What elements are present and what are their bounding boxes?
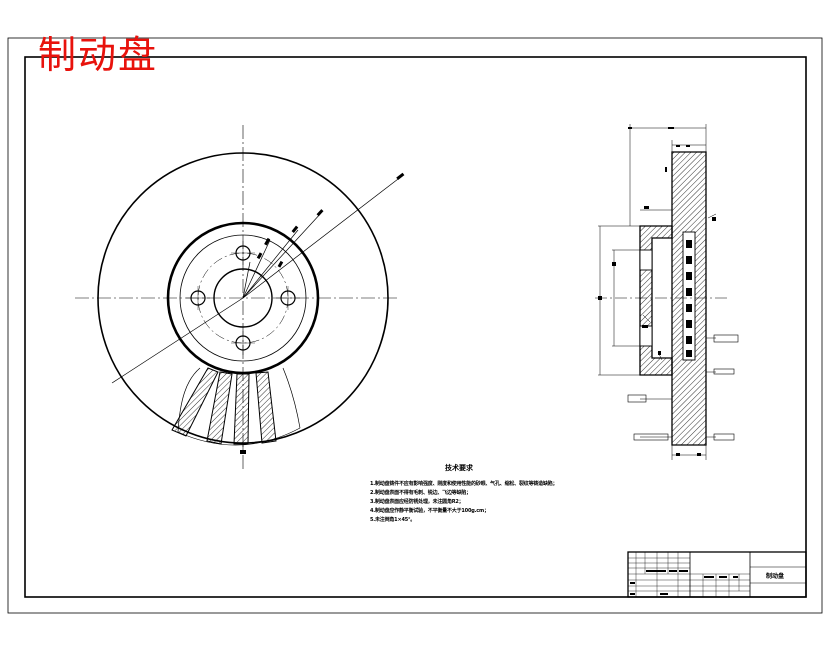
title-block [627, 551, 807, 598]
drawing-title-stamp: 制动盘 [38, 33, 159, 77]
cooling-vents [686, 240, 692, 357]
tolerance-frames [627, 334, 739, 441]
technical-requirement-item: 5.未注倒角1×45°。 [370, 517, 416, 523]
outer-border [7, 37, 823, 614]
technical-requirement-item: 4.制动盘应作静平衡试验，不平衡量不大于100g.cm； [370, 508, 489, 514]
center-bore [213, 268, 273, 328]
technical-requirements-title: 技术要求 [445, 464, 473, 472]
technical-requirement-item: 1.制动盘铸件不应有影响强度、刚度和使用性能的砂眼、气孔、缩松、裂纹等铸造缺陷； [370, 481, 558, 487]
technical-requirement-item: 2.制动盘表面不得有毛刺、锐边、飞边等缺陷； [370, 490, 471, 496]
title-block-part-name: 制动盘 [766, 573, 785, 580]
radial-dimension-leaders [111, 175, 403, 384]
section-view [595, 124, 739, 460]
hub-outer-circle [166, 221, 320, 375]
vent-section-breakout [171, 367, 301, 446]
front-view [75, 125, 405, 470]
technical-requirement-item: 3.制动盘表面应经防锈处理，未注圆角R2； [370, 499, 464, 505]
inner-border [24, 56, 807, 598]
hub-hat-section [639, 225, 673, 376]
section-dimensions [598, 124, 717, 460]
